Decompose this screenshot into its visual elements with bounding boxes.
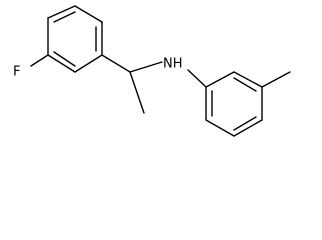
ring-to-methine-bond [101,54,131,73]
carbon-fluorine-bond [30,54,49,67]
methine-to-nitrogen-bond [129,61,163,73]
ring-double-bond-inner [53,51,76,67]
ring-bond [74,54,103,73]
ring-bond [47,54,76,73]
fluorophenyl-ring [47,5,103,73]
methyl-bond [129,71,145,114]
ring-bond [233,119,263,137]
ring-double-bond-inner [53,11,76,23]
molecule-structure-diagram: F NH [13,5,291,137]
amine-label: NH [163,57,183,72]
ring-bond [205,119,235,137]
ring-double-bond-inner [233,77,257,92]
nitrogen-to-ring-bond [187,69,207,88]
aryl-methyl-bond [261,71,291,88]
fluorine-label: F [13,65,20,80]
ring-bond [233,71,263,88]
tolyl-ring [205,71,263,137]
ring-bond [47,5,76,19]
ring-double-bond-inner [233,116,257,131]
ring-bond [205,71,235,88]
ring-bond [74,5,103,23]
